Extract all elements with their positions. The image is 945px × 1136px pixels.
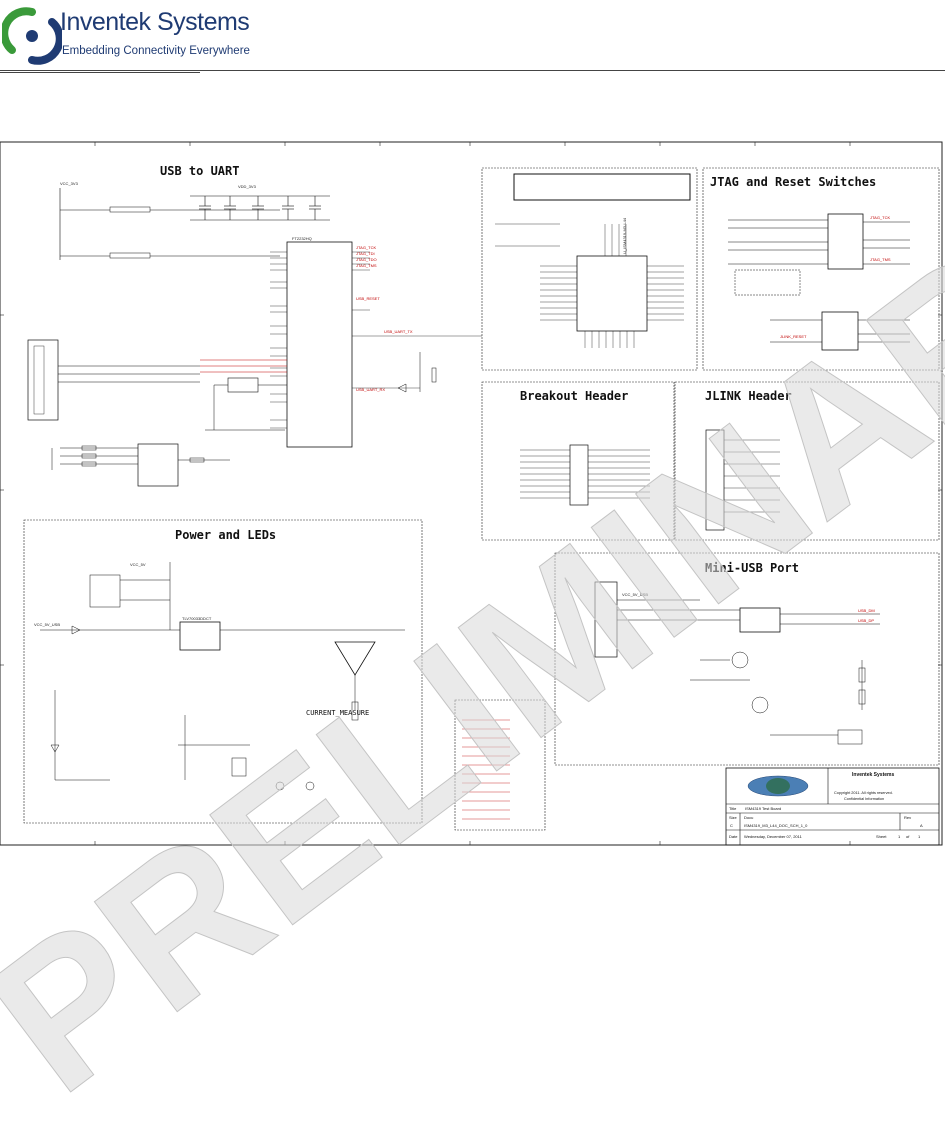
ism4319-module xyxy=(576,255,648,332)
net-jtag-tdi: JTAG_TDI xyxy=(356,251,375,256)
jtag-net-jtag-tms: JTAG_TMS xyxy=(870,257,891,262)
jlink-circuit xyxy=(705,429,780,531)
breakout-header-j3 xyxy=(569,444,589,506)
title-block-sheets: 1 xyxy=(918,834,921,839)
title-block-size-label: Size xyxy=(729,815,738,820)
jlink-frame xyxy=(674,381,940,541)
net-label-vdd3v3: VDD_3V3 xyxy=(238,184,257,189)
usb-connector-j5 xyxy=(27,339,59,421)
transistor-q1 xyxy=(731,651,749,669)
usb-uart-frame xyxy=(20,150,475,505)
mini-usb-net-usb-dm: USB_DM xyxy=(858,608,875,613)
net-jtag-tck: JTAG_TCK xyxy=(356,245,376,250)
ftdi-jtag-nets: JTAG_TCK JTAG_TDI JTAG_TDO JTAG_TMS USB_… xyxy=(356,245,413,392)
mini-usb-labels: VCC_5V_USB USB_DM USB_DP xyxy=(622,592,875,623)
company-name: Inventek Systems xyxy=(60,8,250,36)
inventek-logo-icon xyxy=(2,7,62,65)
section-title-jlink: JLINK Header xyxy=(705,389,792,403)
module-circuit: U_ISM4319-M3-L44 xyxy=(495,173,691,348)
power-net-vcc5v: VCC_5V xyxy=(130,562,146,567)
current-amp-u5 xyxy=(334,641,376,676)
title-block-confidential: Confidential Information xyxy=(844,797,884,801)
mini-usb-net-usb-dp: USB_DP xyxy=(858,618,874,623)
title-block-title-label: Title xyxy=(729,806,737,811)
section-title-jtag: JTAG and Reset Switches xyxy=(710,175,876,189)
title-block-sheet: 1 xyxy=(898,834,901,839)
title-block-doc: ISM4319_M3_L44_DOC_SCH_1_0 xyxy=(744,823,808,828)
section-title-breakout: Breakout Header xyxy=(520,389,628,403)
power-net-vcc5v-usb: VCC_5V_USB xyxy=(34,622,60,627)
breakout-frame xyxy=(481,381,675,541)
net-usb-uart-rx: USB_UART_RX xyxy=(356,387,385,392)
mini-usb-circuit xyxy=(594,581,880,745)
jtag-frame xyxy=(702,167,940,371)
title-block-title: ISM4319 Test Board xyxy=(745,806,781,811)
ftdi-part-label: FT2232HQ xyxy=(292,236,312,241)
title-block-company: Inventek Systems xyxy=(852,772,894,778)
jtag-mux-u3 xyxy=(827,213,864,270)
title-block-rev-label: Rev xyxy=(904,815,911,820)
jtag-net-labels: JLINK_RESET JTAG_TCK JTAG_TMS xyxy=(780,215,891,339)
net-jtag-tdo: JTAG_TDO xyxy=(356,257,377,262)
title-block-size: C xyxy=(730,823,733,828)
net-jtag-tms: JTAG_TMS xyxy=(356,263,377,268)
ldo-regulator-u4 xyxy=(179,621,221,651)
power-ldo-label: TLV70033DDCT xyxy=(182,616,212,621)
net-usb-reset: USB_RESET xyxy=(356,296,380,301)
sheet-border xyxy=(0,141,943,846)
power-frame xyxy=(23,519,423,824)
barrel-jack-j7 xyxy=(89,574,121,608)
header-divider-short xyxy=(0,72,200,73)
jtag-net-jlink-reset: JLINK_RESET xyxy=(780,334,807,339)
current-measure-label: CURRENT_MEASURE xyxy=(306,709,369,717)
section-title-usb-uart: USB to UART xyxy=(160,164,239,178)
title-block-of-label: of xyxy=(906,834,910,839)
company-tagline: Embedding Connectivity Everywhere xyxy=(62,45,250,57)
module-block xyxy=(481,167,698,371)
jlink-header-j11 xyxy=(705,429,725,531)
jtag-net-jtag-tck: JTAG_TCK xyxy=(870,215,890,220)
usb-uart-circuit: VCC_3V3 VDD_3V3 FT2232HQ xyxy=(27,181,482,487)
title-block-date: Wednesday, December 07, 2011 xyxy=(744,834,803,839)
transistor-q2 xyxy=(751,696,769,714)
usb-esd-u8 xyxy=(739,607,781,633)
title-block: Inventek Systems Copyright 2011. All rig… xyxy=(725,767,940,846)
power-circuit xyxy=(40,562,405,791)
jtag-circuit xyxy=(728,213,910,351)
net-usb-uart-tx: USB_UART_TX xyxy=(384,329,413,334)
section-title-power: Power and LEDs xyxy=(175,528,276,542)
schematic-sheet: USB to UART VCC_3V3 VDD_3V3 FT2232HQ xyxy=(0,141,943,846)
gpio-net-lines xyxy=(462,719,510,820)
net-label-vcc3v3: VCC_3V3 xyxy=(60,181,79,186)
reset-switch-u6 xyxy=(821,311,859,351)
header-j8 xyxy=(837,729,863,745)
page-header: Inventek Systems Embedding Connectivity … xyxy=(0,0,945,75)
power-labels: VCC_5V VCC_5V_USB TLV70033DDCT CURRENT_M… xyxy=(34,562,369,717)
title-block-sheet-label: Sheet xyxy=(876,834,887,839)
title-block-date-label: Date xyxy=(729,834,738,839)
mini-usb-connector-j10 xyxy=(594,581,618,658)
mini-usb-net-vcc5v-usb: VCC_5V_USB xyxy=(622,592,648,597)
header-divider xyxy=(0,70,945,71)
module-part-label: U_ISM4319-M3-L44 xyxy=(622,217,627,254)
zone-ticks xyxy=(0,142,942,845)
title-block-rev: A xyxy=(920,823,923,828)
eeprom-u2 xyxy=(137,443,179,487)
breakout-circuit xyxy=(520,444,650,506)
mini-usb-frame xyxy=(554,552,940,766)
ftdi-chip xyxy=(286,241,353,448)
title-block-copyright: Copyright 2011. All rights reserved. xyxy=(834,791,893,795)
title-block-doc-label: Docu xyxy=(744,815,753,820)
section-title-mini-usb: Mini-USB Port xyxy=(705,561,799,575)
gpio-net-box xyxy=(454,699,546,831)
